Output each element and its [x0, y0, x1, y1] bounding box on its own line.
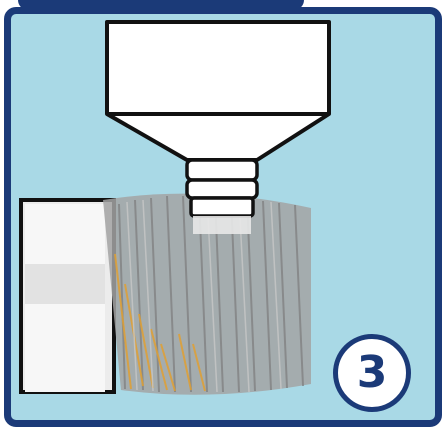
step-number: 3 [357, 351, 388, 395]
block-icon [21, 200, 114, 392]
step-badge: 3 [333, 334, 411, 412]
instruction-panel: 3 [4, 7, 442, 427]
